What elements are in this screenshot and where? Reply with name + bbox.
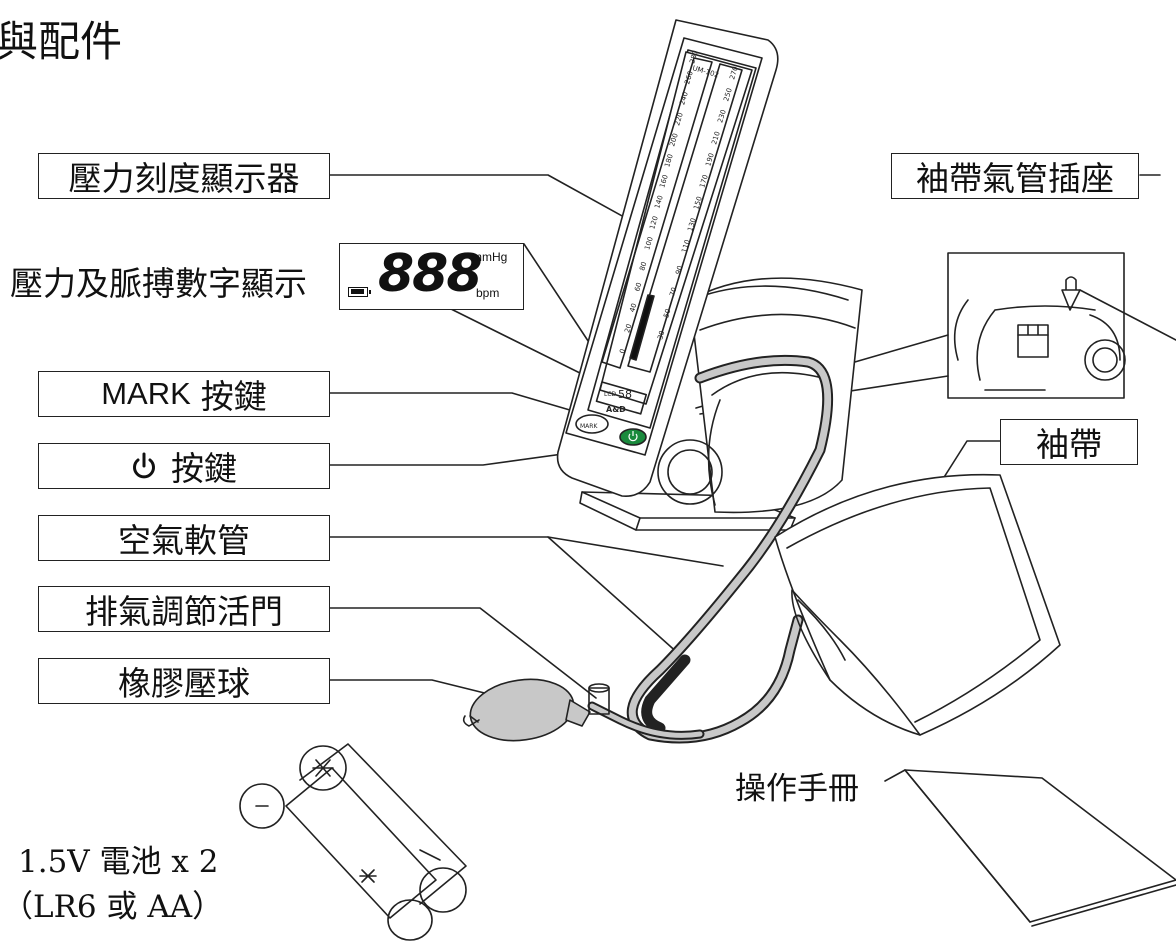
scale-right-tick-70: 70 [668, 286, 678, 297]
small-lcd-tag: LCD [604, 391, 617, 398]
scale-left-tick-240: 240 [678, 91, 690, 106]
scale-right-tick-30: 30 [656, 330, 666, 341]
lcd-digits: 888 [378, 244, 483, 304]
scale-right-tick-90: 90 [674, 265, 684, 276]
label-pressure-scale: 壓力刻度顯示器 [38, 153, 330, 199]
scale-right-tick-110: 110 [680, 239, 692, 254]
label-mark-key: MARK 按鍵 [38, 371, 330, 417]
scale-left-tick-100: 100 [643, 236, 655, 251]
scale-left-tick-280: 280 [688, 49, 700, 64]
small-lcd-value: 58 [618, 388, 632, 401]
label-exhaust-valve: 排氣調節活門 [38, 586, 330, 632]
scale-right-tick-210: 210 [710, 130, 722, 145]
scale-left-tick-40: 40 [628, 302, 638, 313]
scale-left-tick-0: 0 [618, 348, 627, 355]
scale-left-tick-120: 120 [648, 215, 660, 230]
label-cuff: 袖帶 [1000, 419, 1138, 465]
brand-logo: A&D [606, 405, 626, 414]
scale-right-tick-150: 150 [692, 195, 704, 210]
rubber-bulb-illustration [469, 678, 575, 742]
cuff-socket-inset [947, 252, 1125, 399]
device-power-button [619, 428, 647, 446]
page-title: 與配件 [0, 17, 123, 66]
leader-mark-key [329, 392, 581, 414]
scale-right-tick-250: 250 [722, 87, 734, 102]
label-manual: 操作手冊 [735, 771, 859, 807]
leader-digital-display [448, 307, 599, 383]
scale-right-tick-170: 170 [698, 174, 710, 189]
leader-valve [329, 607, 597, 699]
label-rubber-bulb: 橡膠壓球 [38, 658, 330, 704]
leader-pressure-scale [329, 174, 654, 234]
label-battery-line1: 1.5V 電池 x 2 [18, 844, 219, 880]
battery-icon [348, 287, 371, 297]
scale-right-tick-190: 190 [704, 152, 716, 167]
device-mark-label: MARK [580, 423, 598, 430]
leader-manual [884, 769, 906, 782]
scale-right-tick-50: 50 [662, 308, 672, 319]
lcd-display-illustration: 888 mmHg bpm [339, 243, 524, 310]
label-digital-display: 壓力及脈搏數字顯示 [10, 264, 307, 303]
label-battery-line2: （LR6 或 AA） [2, 889, 224, 925]
scale-right-tick-230: 230 [716, 109, 728, 124]
pressure-bar [629, 294, 655, 361]
scale-left-tick-180: 180 [663, 153, 675, 168]
lcd-unit-mmhg: mmHg [472, 250, 508, 264]
scale-left-tick-60: 60 [633, 282, 643, 293]
cuff-illustration [774, 473, 1061, 736]
label-cuff-socket: 袖帶氣管插座 [891, 153, 1139, 199]
scale-left-tick-20: 20 [623, 323, 633, 334]
leader-cuff-socket-diag [1079, 289, 1176, 341]
valve-illustration [588, 687, 610, 715]
scale-left-tick-160: 160 [658, 174, 670, 189]
scale-left-tick-80: 80 [638, 261, 648, 272]
device-power-icon [628, 431, 638, 442]
scale-left-tick-260: 260 [683, 70, 695, 85]
scale-left-tick-140: 140 [653, 194, 665, 209]
manual-illustration [904, 769, 1176, 923]
leader-air-hose-2 [547, 536, 681, 656]
scale-window [599, 51, 753, 405]
power-icon [133, 452, 155, 479]
batteries-illustration [239, 743, 467, 941]
leader-air-hose [329, 536, 724, 567]
scale-right-tick-270: 270 [728, 65, 740, 80]
scale-right-tick-130: 130 [686, 217, 698, 232]
label-power-key: 按鍵 [38, 443, 330, 489]
label-air-hose: 空氣軟管 [38, 515, 330, 561]
scale-left-tick-220: 220 [673, 112, 685, 127]
lcd-unit-bpm: bpm [476, 286, 500, 300]
scale-left-tick-200: 200 [668, 132, 680, 147]
